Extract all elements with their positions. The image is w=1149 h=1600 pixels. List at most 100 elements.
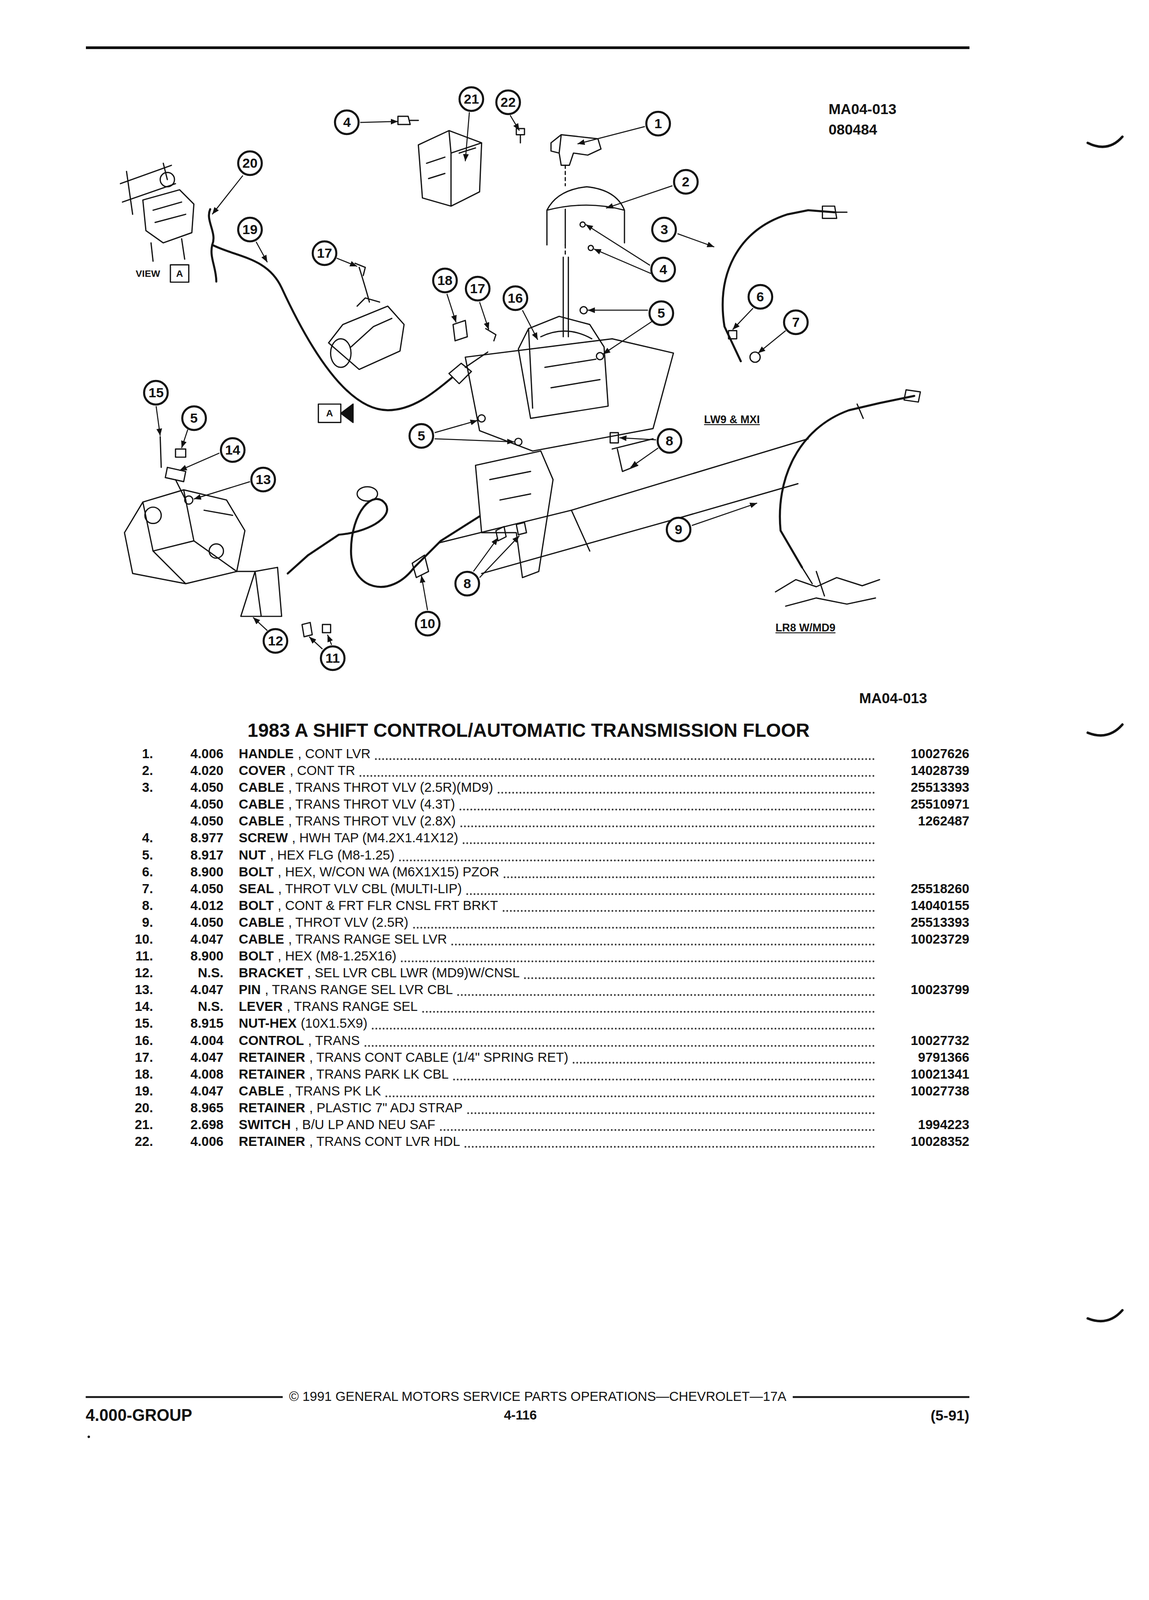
figure-code: MA04-013 [828, 100, 897, 118]
parts-drawing [120, 116, 921, 637]
scan-dot [87, 1435, 90, 1438]
group-code: 8.917 [190, 847, 224, 863]
callout-number: 16 [507, 291, 523, 305]
leader-line [421, 575, 428, 610]
leader-dots [460, 825, 875, 828]
row-number: 19. [134, 1083, 153, 1099]
handle-retainer [516, 128, 525, 143]
callout-circle: 6 [747, 283, 774, 310]
callout-number: 5 [189, 411, 198, 425]
callout-circle: 8 [656, 427, 683, 455]
callout-ring [666, 517, 691, 542]
part-description: , B/U LP AND NEU SAF [294, 1117, 436, 1133]
group-code: 4.047 [190, 982, 224, 998]
view-arrow-letter: A [326, 407, 334, 419]
transmission-boss [209, 544, 224, 559]
leader-line [603, 321, 653, 355]
callout-number: 2 [681, 174, 690, 189]
callout-circle: 20 [236, 149, 264, 177]
leader-dots [462, 842, 875, 845]
row-number: 13. [134, 982, 153, 998]
part-description: , CONT LVR [297, 746, 371, 762]
part-number: 25513393 [910, 914, 970, 930]
part-number: 25513393 [910, 780, 970, 796]
part-number: 14040155 [910, 898, 970, 914]
part-name: HANDLE [238, 746, 294, 762]
revision-date: (5-91) [930, 1406, 970, 1424]
park-lock-retainer [453, 320, 468, 341]
part-description: , THROT VLV (2.5R) [288, 914, 409, 930]
binding-mark [1087, 1310, 1123, 1322]
callout-circle: 19 [236, 216, 264, 243]
leader-line [677, 233, 715, 247]
callout-number: 17 [469, 281, 485, 296]
lever-stud [159, 436, 161, 468]
view-label: VIEW [135, 268, 161, 280]
leader-dots [464, 1145, 875, 1148]
callout-ring [409, 424, 434, 448]
callout-number: 12 [267, 634, 283, 648]
flange-nut [514, 438, 523, 446]
leader-line [434, 420, 478, 433]
callout-ring [433, 268, 457, 293]
view-a-detail [120, 163, 195, 283]
callout-circle: 17 [464, 275, 491, 302]
cable-pin [184, 495, 193, 505]
part-number: 10021341 [910, 1066, 970, 1082]
leader-line [181, 429, 188, 448]
callout-ring [251, 467, 275, 492]
group-code: 4.006 [190, 746, 224, 762]
leader-line [594, 249, 652, 274]
leader-dots [400, 960, 875, 963]
leader-line [465, 112, 470, 162]
row-number: 22. [134, 1134, 153, 1149]
binding-mark [1087, 724, 1123, 736]
leader-dots [385, 1095, 875, 1098]
cable-grommet [357, 486, 378, 501]
group-code: 4.047 [190, 1083, 224, 1099]
callout-ring [182, 406, 206, 430]
part-description: , TRANS [308, 1033, 360, 1049]
copyright-line: © 1991 GENERAL MOTORS SERVICE PARTS OPER… [289, 1389, 787, 1405]
callout-ring [784, 310, 808, 335]
part-name: BOLT [238, 948, 274, 964]
group-code: N.S. [197, 999, 224, 1015]
callout-circle: 2 [672, 168, 700, 195]
part-description: , TRANS RANGE SEL LVR [288, 931, 447, 947]
callout-circle: 1 [644, 110, 672, 137]
part-number: 10028352 [910, 1134, 970, 1149]
callout-ring [657, 429, 682, 453]
part-name: BOLT [238, 864, 274, 880]
group-code: 8.977 [190, 830, 224, 846]
part-number: 10027738 [910, 1083, 970, 1099]
console-bolt [495, 522, 527, 541]
part-name: CABLE [238, 780, 285, 796]
leader-line [309, 636, 323, 650]
row-number: 20. [134, 1100, 153, 1116]
leader-line [606, 185, 673, 209]
housing-legs [150, 238, 185, 261]
group-code: 4.050 [190, 780, 224, 796]
group-label: 4.000-GROUP [85, 1405, 193, 1425]
group-code: 4.012 [190, 898, 224, 914]
callout-circle: 4 [649, 256, 677, 283]
tap-screw [398, 116, 419, 125]
cable-seal [749, 352, 760, 363]
row-number: 16. [134, 1033, 153, 1049]
option-label: LR8 W/MD9 [775, 621, 836, 635]
lever-nut [175, 449, 186, 458]
callout-number: 4 [343, 115, 351, 130]
part-number: 1994223 [918, 1117, 970, 1133]
callout-number: 14 [224, 443, 240, 457]
callout-ring [651, 257, 675, 282]
row-number: 4. [142, 830, 154, 846]
part-name: LEVER [238, 999, 283, 1015]
part-number: 14028739 [910, 763, 970, 779]
page-number: 4-116 [504, 1407, 538, 1423]
ignition-housing [328, 305, 405, 370]
part-description: , TRANS THROT VLV (2.5R)(MD9) [288, 780, 494, 796]
group-code: 4.050 [190, 814, 224, 830]
leader-line [479, 535, 520, 578]
